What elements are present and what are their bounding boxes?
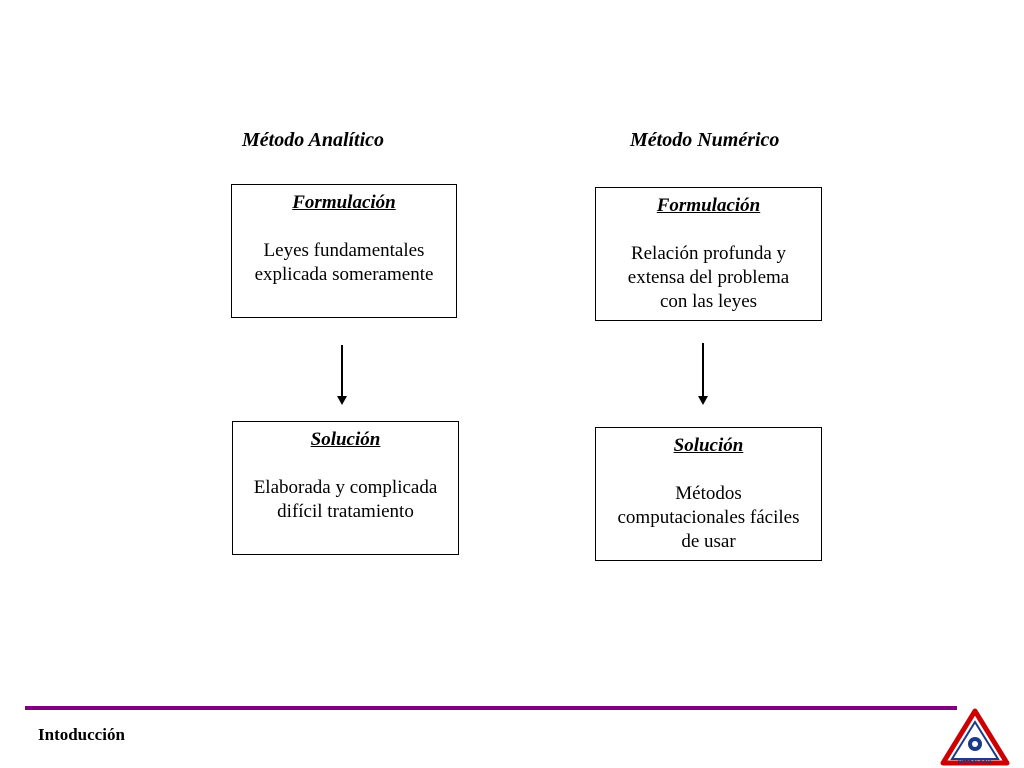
analitico-down-arrow — [337, 345, 347, 405]
analitico-formulacion-heading: Formulación — [292, 192, 396, 213]
analitico-solucion-line: Elaborada y complicada — [253, 477, 438, 498]
analitico-formulacion-box: Formulación Leyes fundamentales explicad… — [231, 184, 457, 318]
metrologia-logo-icon: METROLOGIA — [940, 708, 1010, 766]
numerico-formulacion-line: con las leyes — [659, 291, 758, 312]
numerico-solucion-box: Solución Métodos computacionales fáciles… — [595, 427, 822, 561]
numerico-solucion-line: computacionales fáciles — [617, 507, 800, 528]
analitico-solucion-box: Solución Elaborada y complicada difícil … — [232, 421, 459, 555]
analitico-formulacion-line: explicada someramente — [254, 264, 434, 285]
numerico-title: Método Numérico — [630, 129, 780, 151]
numerico-solucion-line: Métodos — [675, 483, 742, 504]
logo-text: METROLOGIA — [958, 760, 992, 766]
analitico-formulacion-line: Leyes fundamentales — [263, 240, 425, 261]
footer-divider — [25, 706, 957, 710]
analitico-solucion-line: difícil tratamiento — [277, 501, 414, 522]
numerico-solucion-line: de usar — [681, 531, 736, 552]
analitico-solucion-heading: Solución — [310, 429, 381, 450]
analitico-title: Método Analítico — [242, 129, 385, 151]
numerico-solucion-heading: Solución — [673, 435, 744, 456]
numerico-down-arrow — [698, 343, 708, 405]
numerico-formulacion-line: Relación profunda y — [630, 243, 787, 264]
footer-section-label: Intoducción — [38, 725, 125, 744]
numerico-formulacion-heading: Formulación — [656, 195, 761, 216]
numerico-formulacion-line: extensa del problema — [627, 267, 790, 288]
numerico-formulacion-box: Formulación Relación profunda y extensa … — [595, 187, 822, 321]
